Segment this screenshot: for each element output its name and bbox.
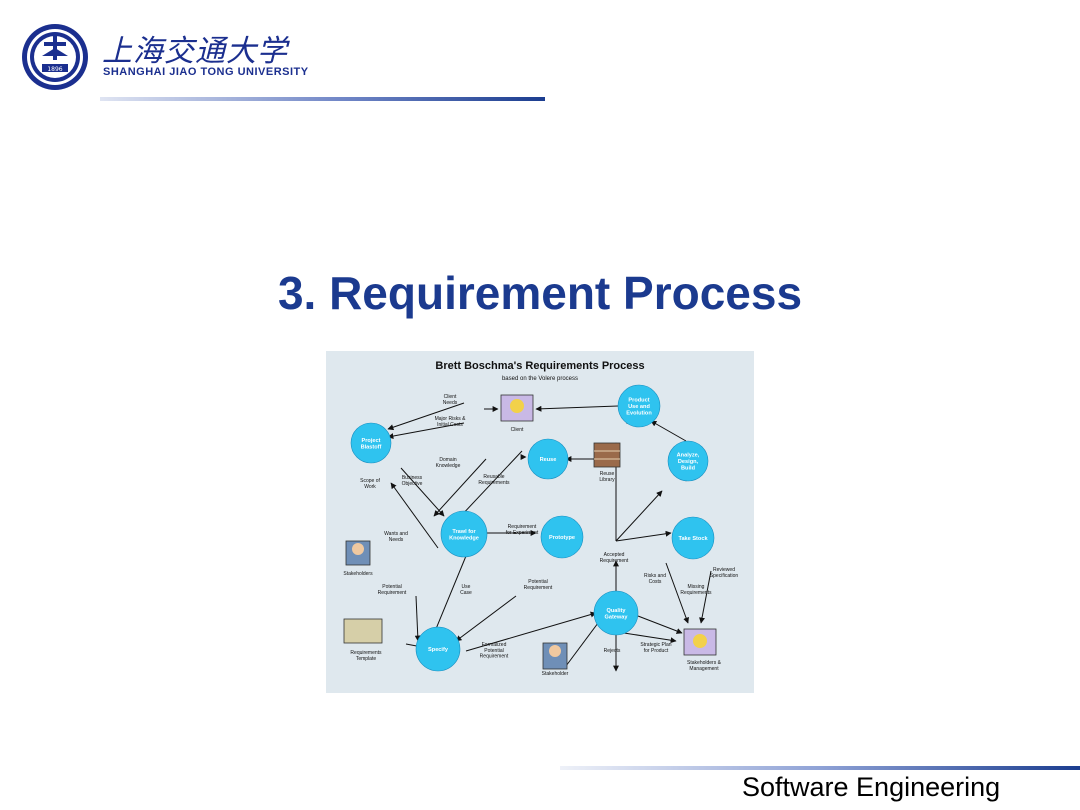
edge-label-major-risks: Major Risks &: [435, 416, 467, 422]
edge-label-reusable-requirements: Reusable: [483, 474, 504, 480]
reuse-library-books-picture: [593, 442, 621, 468]
edge-label-stakeholders-mgmt: Stakeholders &: [687, 660, 722, 666]
edge-label-potential-req-left: Potential: [382, 584, 401, 590]
edge-label-scope-of-work: Scope of: [360, 478, 380, 484]
edge-label-wants-needs: Wants and: [384, 531, 408, 537]
node-label: Project: [362, 438, 381, 444]
edge-label-potential-req-mid: Potential: [528, 579, 547, 585]
edge-label-formalized: Formalized: [482, 642, 507, 648]
logo-year: 1896: [47, 66, 62, 73]
edge-label-stakeholders-mgmt: Management: [689, 666, 719, 672]
node-label: Blastoff: [361, 444, 382, 450]
edge-label-risks-costs: Costs: [649, 579, 662, 585]
node-label: Quality: [607, 608, 627, 614]
edge-label-req-experiment: for Experiment: [506, 530, 539, 536]
edge-label-reuse-library: Library: [599, 477, 615, 483]
edge-label-client: Client: [511, 427, 524, 433]
edge-label-accepted-req: Accepted: [604, 552, 625, 558]
edge-label-major-risks: Initial Costs: [437, 422, 463, 428]
university-name-cn: 上海交通大学: [102, 34, 288, 69]
edge-label-reusable-requirements: Requirements: [478, 480, 510, 486]
node-take-stock: Take Stock: [671, 516, 715, 560]
edge-label-business-objective: Objective: [402, 481, 423, 487]
node-label: Take Stock: [678, 536, 708, 542]
node-analyze: Analyze,Design,Build: [667, 440, 709, 482]
requirements-template-picture: [343, 618, 383, 644]
edge-label-client-needs: Needs: [443, 400, 458, 406]
node-label: Prototype: [549, 535, 575, 541]
edge-label-wants-needs: Needs: [389, 537, 404, 543]
edge-label-reviewed-spec: Reviewed: [713, 567, 735, 573]
node-label: Reuse: [540, 457, 557, 463]
diagram-title: Brett Boschma's Requirements Process: [435, 360, 644, 372]
edge-label-rejects: Rejects: [604, 648, 621, 654]
edge-label-stakeholders: Stakeholders: [343, 571, 373, 577]
edge-label-reuse-library: Reuse: [600, 471, 615, 477]
edge-label-req-experiment: Requirement: [508, 524, 537, 530]
edge-label-missing-req: Requirements: [680, 590, 712, 596]
edge-label-missing-req: Missing: [688, 584, 705, 590]
diagram-subtitle: based on the Volere process: [502, 376, 578, 382]
node-specify: Specify: [415, 626, 461, 672]
edge-label-strategic-plan: Strategic Plan: [640, 642, 671, 648]
edge-label-potential-req-mid: Requirement: [524, 585, 553, 591]
edge-label-use-case: Use: [462, 584, 471, 590]
edge-label-client-needs: Client: [444, 394, 457, 400]
footer-divider: [560, 766, 1080, 770]
node-label: Specify: [428, 647, 449, 653]
footer-label: Software Engineering: [742, 772, 1001, 802]
requirements-process-diagram: Brett Boschma's Requirements Process bas…: [326, 351, 754, 693]
node-label: Evolution: [626, 411, 652, 417]
university-seal-logo: 1896: [22, 24, 88, 90]
slide-title: 3. Requirement Process: [277, 267, 803, 319]
edge-label-formalized: Requirement: [480, 654, 509, 660]
edge-label-business-objective: Business: [402, 475, 423, 481]
edge-label-stakeholder: Stakeholder: [542, 671, 569, 677]
edge-label-formalized: Potential: [484, 648, 503, 654]
edge-label-req-template: Template: [356, 656, 377, 662]
edge-label-potential-req-left: Requirement: [378, 590, 407, 596]
edge-label-domain-knowledge: Knowledge: [436, 463, 461, 469]
node-label: Knowledge: [449, 535, 479, 541]
node-label: Product: [628, 398, 649, 404]
diagram-edges: [387, 402, 712, 672]
edge-label-use-case: Case: [460, 590, 472, 596]
node-label: Gateway: [604, 614, 628, 620]
header-divider: [100, 97, 545, 101]
edge-label-scope-of-work: Work: [364, 484, 376, 490]
node-label: Analyze,: [677, 453, 700, 459]
edge-label-reviewed-spec: Specification: [710, 573, 739, 579]
edge-label-domain-knowledge: Domain: [439, 457, 456, 463]
edge-label-risks-costs: Risks and: [644, 573, 666, 579]
edge-label-accepted-req: Requirement: [600, 558, 629, 564]
edge-label-req-template: Requirements: [350, 650, 382, 656]
edge-label-strategic-plan: for Product: [644, 648, 669, 654]
node-label: Design,: [678, 459, 699, 465]
node-prototype: Prototype: [540, 515, 584, 559]
node-label: Trawl for: [452, 529, 476, 535]
node-label: Build: [681, 466, 696, 472]
university-name-en: SHANGHAI JIAO TONG UNIVERSITY: [103, 66, 309, 78]
node-label: Use and: [628, 404, 650, 410]
node-reuse: Reuse: [527, 438, 569, 480]
